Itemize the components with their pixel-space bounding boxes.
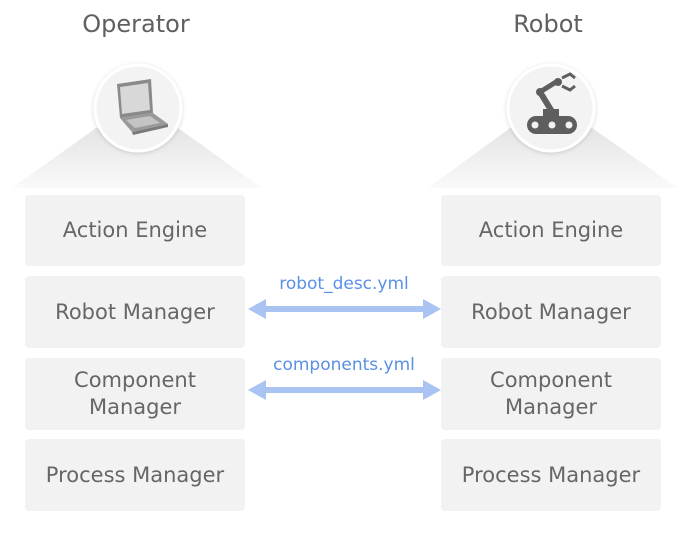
- robot-robot-manager-box: Robot Manager: [441, 276, 661, 348]
- robot-process-manager-box: Process Manager: [441, 439, 661, 511]
- robot-spotlight-cone: [428, 128, 678, 188]
- robot-action-engine-box: Action Engine: [441, 195, 661, 266]
- operator-component-manager-box: Component Manager: [25, 358, 245, 430]
- operator-spotlight-cone: [12, 128, 262, 188]
- operator-robot-manager-box: Robot Manager: [25, 276, 245, 348]
- laptop-icon: [117, 79, 168, 135]
- operator-action-engine-box: Action Engine: [25, 195, 245, 266]
- operator-process-manager-box: Process Manager: [25, 439, 245, 511]
- robot-desc-label: robot_desc.yml: [279, 274, 409, 294]
- robot-component-manager-box: Component Manager: [441, 358, 661, 430]
- components-label: components.yml: [273, 355, 415, 375]
- components-arrow: [248, 380, 441, 400]
- operator-title: Operator: [82, 10, 190, 38]
- robot-desc-arrow: [248, 299, 441, 319]
- robot-title: Robot: [513, 10, 583, 38]
- robot-arm-icon: [527, 72, 577, 134]
